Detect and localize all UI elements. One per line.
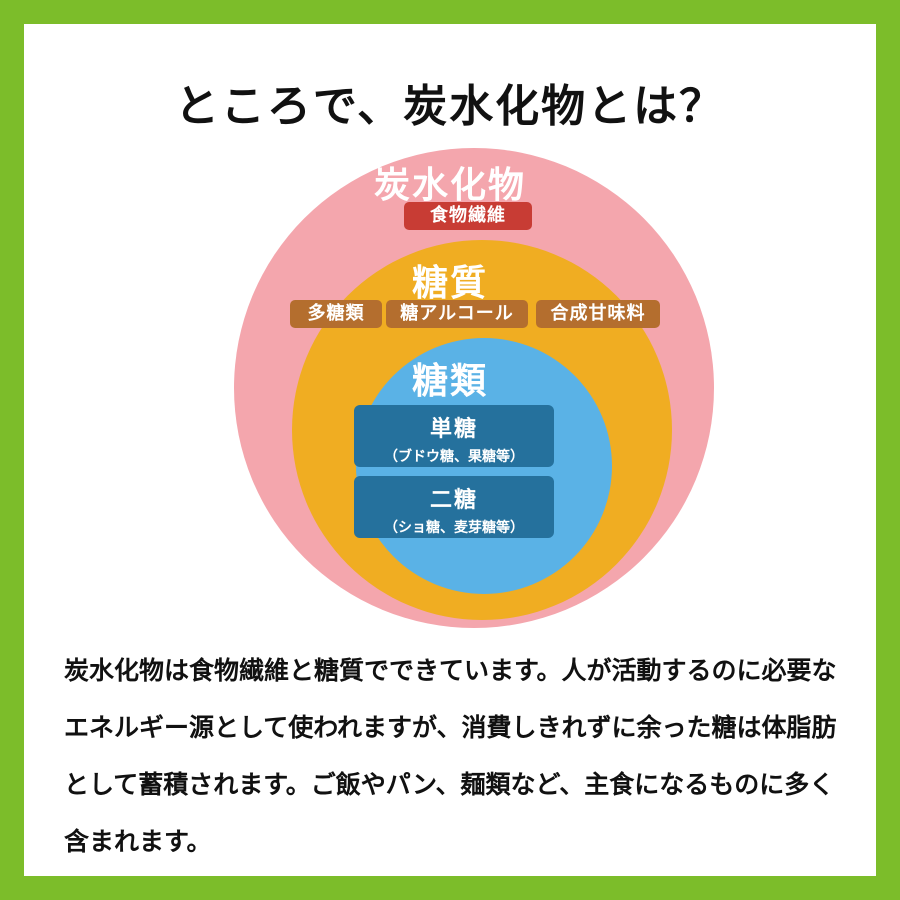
sugar-alcohol-tag: 糖アルコール — [386, 300, 528, 328]
saccharide-label: 糖類 — [411, 361, 488, 402]
polysaccharide-tag: 多糖類 — [290, 300, 382, 328]
page-title: ところで、炭水化物とは？ — [174, 81, 726, 132]
monosaccharide-examples: （ブドウ糖、果糖等） — [384, 449, 524, 465]
carbohydrate-label: 炭水化物 — [373, 165, 526, 206]
sugar-label: 糖質 — [411, 263, 488, 304]
disaccharide-name: 二糖 — [429, 488, 478, 513]
artificial-sweetener-tag: 合成甘味料 — [536, 300, 660, 328]
description-text: 炭水化物は食物繊維と糖質でできています。人が活動するのに必要なエネルギー源として… — [64, 656, 837, 856]
monosaccharide-name: 単糖 — [429, 417, 478, 442]
disaccharide-examples: （ショ糖、麦芽糖等） — [384, 520, 524, 536]
content-panel: ところで、炭水化物とは？ 炭水化物 食物繊維 糖質 多糖類 糖アルコール 合成甘… — [24, 24, 876, 876]
monosaccharide-box: 単糖 （ブドウ糖、果糖等） — [354, 405, 554, 467]
disaccharide-box: 二糖 （ショ糖、麦芽糖等） — [354, 476, 554, 538]
dietary-fiber-tag: 食物繊維 — [404, 202, 532, 230]
